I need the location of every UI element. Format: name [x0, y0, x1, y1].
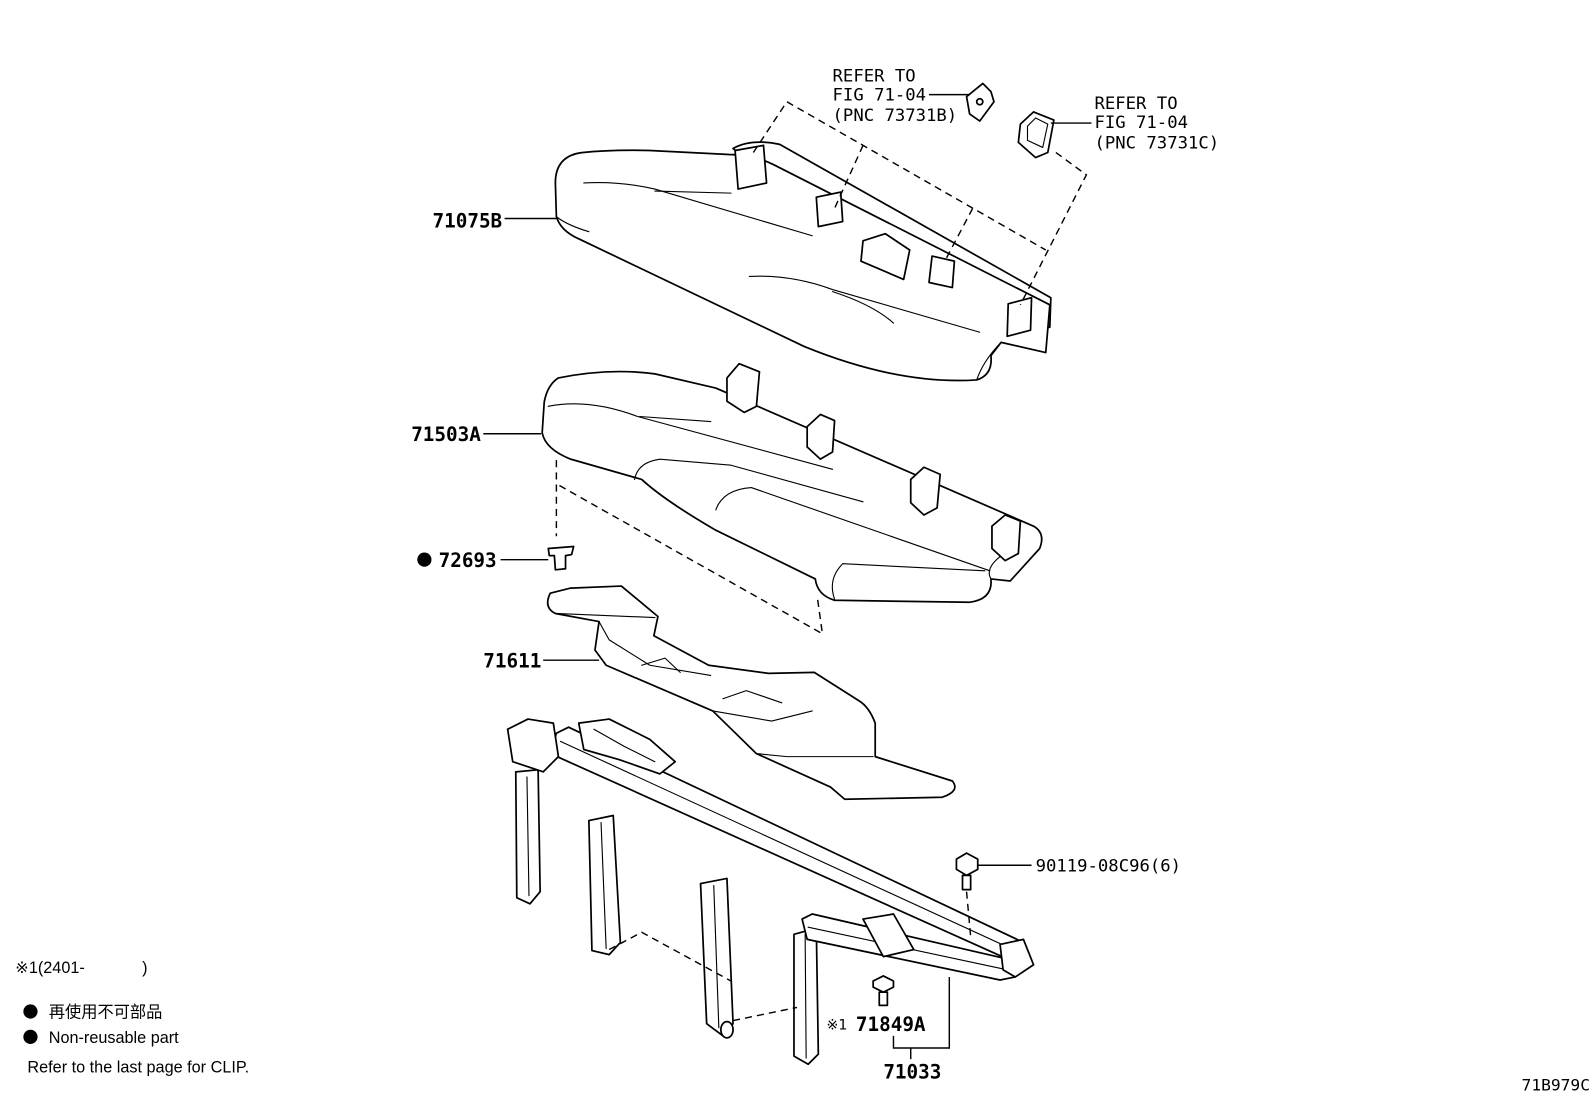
leader-71033-bracket [892, 976, 951, 1049]
part-90119-drawing [955, 852, 979, 891]
part-71033-leg-detail [804, 933, 807, 1059]
part-71033-bracket-detail [593, 728, 656, 763]
part-71503a-hook [726, 362, 761, 414]
part-71033-leg [588, 814, 622, 956]
part-71075b-seam [583, 182, 813, 237]
part-71075b-seam [976, 342, 1001, 381]
callout-71611: 71611 [483, 649, 541, 672]
part-71075b-tab [734, 144, 768, 190]
non-reusable-dot-icon [23, 1029, 38, 1044]
non-reusable-dot-icon [23, 1004, 38, 1019]
part-71503a-drawing [541, 362, 1043, 604]
assembly-line [559, 484, 824, 636]
callout-71849a: 71849A [856, 1013, 926, 1036]
clip-73731c-drawing [1017, 111, 1055, 159]
part-71503a-seam [831, 563, 986, 600]
part-71075b-seam [654, 190, 732, 194]
refer-73731b-line3: (PNC 73731B) [833, 106, 958, 126]
part-72693-drawing [547, 545, 575, 571]
refer-73731c-line2: FIG 71-04 [1095, 113, 1188, 133]
legend-non-reusable-en: Non-reusable part [49, 1029, 179, 1047]
clip-73731b-drawing [965, 82, 995, 122]
assembly-line [965, 891, 972, 937]
part-71611-detail [712, 710, 813, 722]
part-71503a-seam [639, 415, 712, 423]
part-71033-end-bracket [506, 718, 560, 773]
part-71611-detail [755, 753, 874, 758]
part-71503a-hook [909, 466, 942, 516]
part-71849a-head [872, 975, 895, 994]
part-71033-drawing [506, 718, 1035, 1066]
refer-73731c-line3: (PNC 73731C) [1095, 133, 1220, 153]
assembly-line [943, 208, 974, 263]
part-71033-tube-line [559, 740, 1018, 953]
part-71503a-hook [991, 514, 1022, 562]
figure-id: 71B979C [1522, 1076, 1590, 1095]
part-90119-shank [961, 874, 972, 891]
part-71849a-drawing [872, 975, 895, 1007]
part-71033-leg-detail [526, 776, 530, 897]
legend-clip-note: Refer to the last page for CLIP. [27, 1058, 249, 1076]
part-71075b-seam [748, 275, 981, 333]
part-71503a-seam [715, 487, 991, 572]
part-71075b-drawing [554, 141, 1052, 382]
part-71033-front-end [999, 938, 1035, 978]
part-71075b-slot [860, 232, 911, 281]
assembly-line [1019, 151, 1088, 306]
non-reusable-dot-icon [417, 552, 432, 567]
part-71849a-shank [878, 991, 889, 1007]
part-71503a-hook [806, 413, 836, 461]
legend-non-reusable-jp: 再使用不可部品 [49, 1004, 163, 1022]
part-71503a-seam [547, 403, 834, 470]
assembly-line [752, 100, 1047, 251]
assembly-line [608, 931, 732, 982]
refer-73731b-line1: REFER TO [833, 66, 916, 86]
part-71075b-tab [815, 191, 844, 228]
legend-ref-mark-open: ※1(2401- [15, 959, 85, 977]
clip-73731b-hole [975, 97, 984, 106]
clip-73731c-body [1017, 111, 1055, 159]
part-71611-detail [554, 612, 656, 619]
assembly-line [732, 1006, 798, 1022]
part-71033-leg-hole [720, 1020, 734, 1039]
clip-73731c-detail [1026, 117, 1049, 148]
part-71503a-body [541, 370, 1043, 604]
callout-90119: 90119-08C96(6) [1036, 856, 1181, 876]
part-71075b-seam [556, 216, 590, 233]
refer-73731c-line1: REFER TO [1095, 94, 1178, 114]
part-71033-leg-detail [600, 822, 607, 950]
refer-73731b-line2: FIG 71-04 [833, 86, 926, 106]
part-71611-detail [722, 690, 783, 704]
callout-71849a-mark: ※1 [826, 1018, 847, 1034]
part-71075b-tab [1006, 296, 1033, 338]
part-71033-leg-detail [713, 885, 720, 1029]
callout-71033: 71033 [883, 1060, 941, 1083]
part-71503a-seam [988, 556, 1001, 580]
legend-ref-mark-close: ) [142, 959, 147, 977]
part-71503a-seam [634, 458, 864, 503]
part-71075b-tab [928, 255, 956, 289]
callout-71503a: 71503A [411, 423, 481, 446]
part-71611-drawing [546, 585, 956, 801]
part-71075b-seam [831, 291, 895, 324]
callout-71075b: 71075B [433, 210, 503, 233]
part-71611-detail [641, 657, 681, 673]
part-71033-mount [862, 913, 915, 958]
callout-72693: 72693 [439, 549, 497, 572]
part-71611-detail [598, 621, 712, 676]
part-90119-head [955, 852, 979, 877]
